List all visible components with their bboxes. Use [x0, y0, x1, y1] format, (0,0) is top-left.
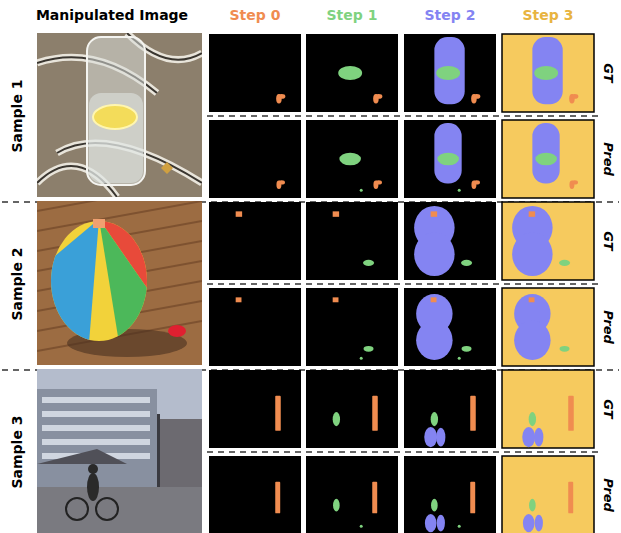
row-label: GT — [602, 63, 615, 82]
dashed-separator — [207, 283, 598, 285]
mask-panel — [209, 34, 301, 112]
mask-panel — [209, 370, 301, 448]
mask-panel — [404, 202, 496, 280]
mask-panel — [502, 34, 594, 112]
mask-panel — [209, 202, 301, 280]
dashed-separator — [207, 451, 598, 453]
column-header: Manipulated Image — [36, 8, 188, 22]
photo — [37, 369, 202, 533]
mask-panel — [404, 456, 496, 533]
row-label: Pred — [602, 142, 615, 176]
mask-panel — [306, 370, 398, 448]
mask-panel — [306, 288, 398, 366]
dashed-separator — [207, 115, 598, 117]
mask-panel — [502, 370, 594, 448]
mask-panel — [306, 456, 398, 533]
mask-panel — [502, 120, 594, 198]
mask-panel — [209, 120, 301, 198]
mask-panel — [209, 288, 301, 366]
mask-panel — [306, 34, 398, 112]
mask-panel — [306, 120, 398, 198]
row-label: GT — [602, 231, 615, 250]
step-header: Step 2 — [425, 8, 476, 22]
row-label: GT — [602, 399, 615, 418]
mask-panel — [209, 456, 301, 533]
step-header: Step 0 — [230, 8, 281, 22]
mask-panel — [404, 34, 496, 112]
mask-panel — [404, 120, 496, 198]
photo — [37, 201, 202, 365]
mask-panel — [404, 370, 496, 448]
sample-label: Sample 1 — [10, 79, 24, 152]
row-label: Pred — [602, 478, 615, 512]
mask-panel — [404, 288, 496, 366]
photo — [37, 33, 202, 197]
step-header: Step 3 — [523, 8, 574, 22]
mask-panel — [502, 456, 594, 533]
sample-label: Sample 2 — [10, 247, 24, 320]
mask-panel — [306, 202, 398, 280]
sample-label: Sample 3 — [10, 415, 24, 488]
row-label: Pred — [602, 310, 615, 344]
mask-panel — [502, 202, 594, 280]
step-header: Step 1 — [327, 8, 378, 22]
mask-panel — [502, 288, 594, 366]
